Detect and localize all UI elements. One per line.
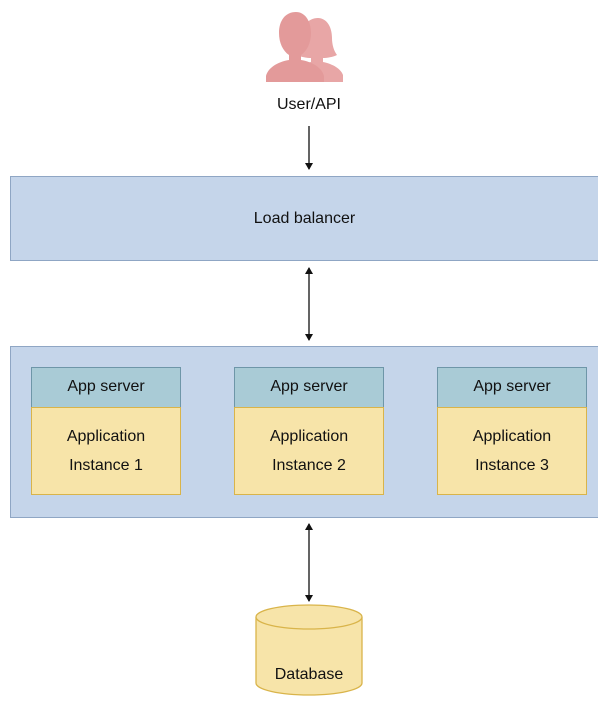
user-label: User/API	[276, 96, 341, 113]
application-instance: Application Instance 3	[437, 407, 587, 495]
app-server-header: App server	[31, 367, 181, 408]
application-instance: Application Instance 1	[31, 407, 181, 495]
database-label: Database	[274, 666, 344, 683]
app-server-header: App server	[234, 367, 384, 408]
application-instance: Application Instance 2	[234, 407, 384, 495]
load-balancer: Load balancer	[10, 176, 598, 261]
app-server-1: App server Application Instance 1	[31, 367, 181, 495]
app-server-header: App server	[437, 367, 587, 408]
app-server-3: App server Application Instance 3	[437, 367, 587, 495]
app-server-2: App server Application Instance 2	[234, 367, 384, 495]
users-icon	[266, 12, 343, 82]
load-balancer-label: Load balancer	[253, 210, 356, 227]
database-icon	[255, 604, 363, 696]
